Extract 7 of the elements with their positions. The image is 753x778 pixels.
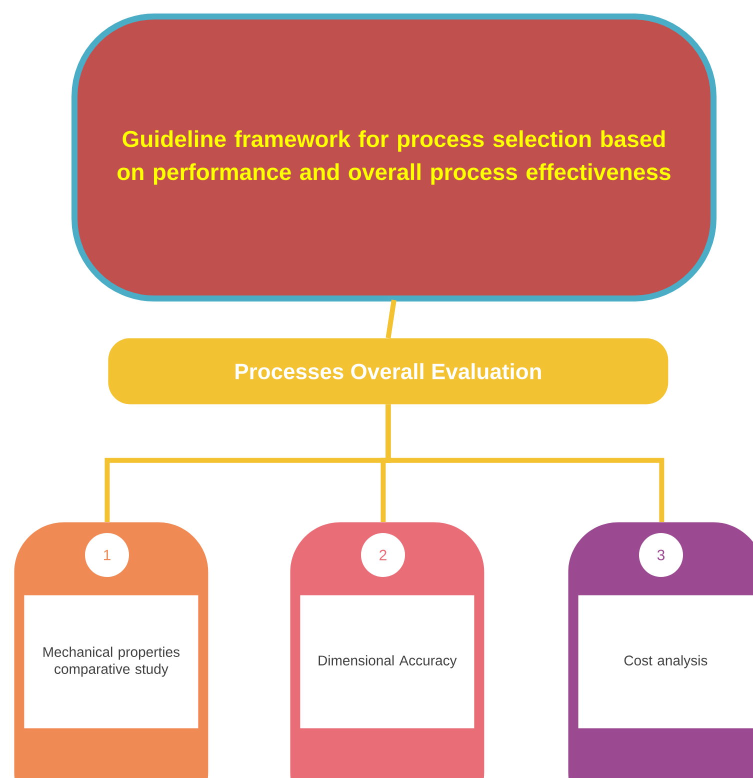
connector: [386, 300, 396, 338]
text-box: Dimensional Accuracy: [300, 595, 474, 728]
text-box: Cost analysis: [578, 595, 753, 728]
title-box: Guideline framework for process selection based on performance and overall process effectiveness: [72, 14, 716, 302]
evaluation-pill: Processes Overall Evaluation: [108, 338, 668, 404]
connector: [386, 404, 664, 522]
text-box: Mechanical properties comparative study: [24, 595, 198, 728]
